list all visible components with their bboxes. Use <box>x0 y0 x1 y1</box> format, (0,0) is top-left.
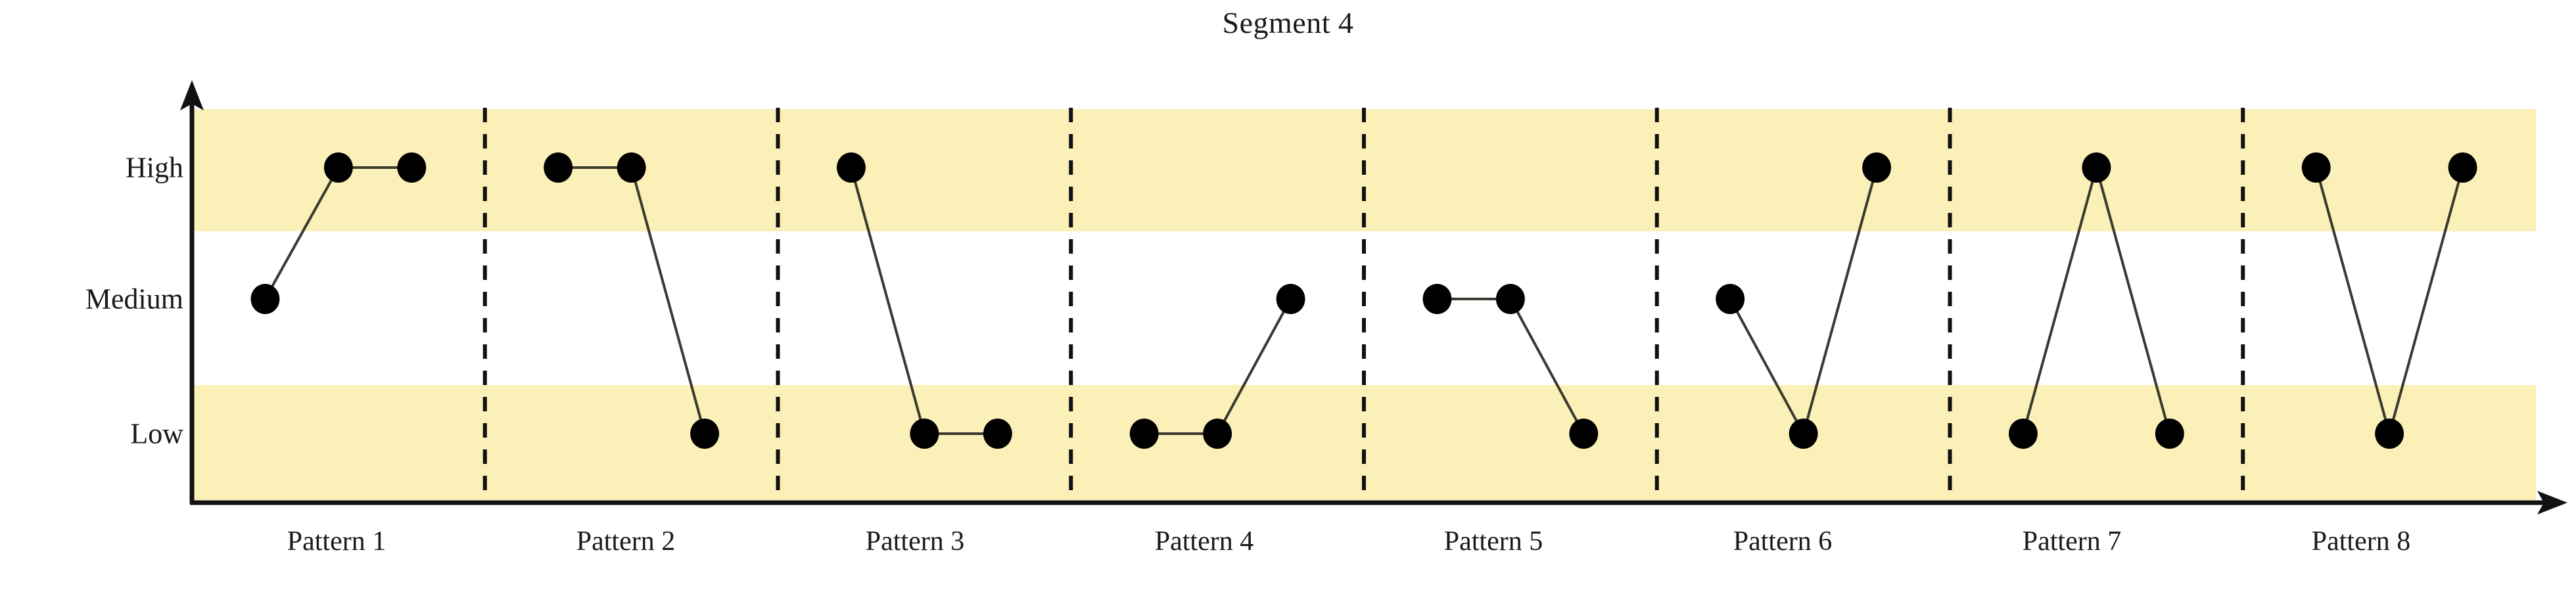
axis-layer <box>180 80 2567 514</box>
page-title: Segment 4 <box>1222 6 1354 39</box>
data-point-marker[interactable] <box>1716 284 1745 314</box>
data-point-marker[interactable] <box>323 152 353 183</box>
data-point-marker[interactable] <box>2155 419 2184 449</box>
x-tick-label-pattern-3: Pattern 3 <box>865 526 965 557</box>
x-tick-label-pattern-6: Pattern 6 <box>1733 526 1833 557</box>
data-point-marker[interactable] <box>1789 419 1818 449</box>
data-point-marker[interactable] <box>2008 419 2038 449</box>
data-point-marker[interactable] <box>2301 152 2331 183</box>
series-segment <box>850 167 926 434</box>
data-point-marker[interactable] <box>2448 152 2477 183</box>
data-point-marker[interactable] <box>910 419 939 449</box>
series-segment <box>630 167 706 434</box>
data-point-marker[interactable] <box>690 419 720 449</box>
series-segment <box>2095 167 2171 434</box>
series-segment <box>264 167 340 300</box>
series-segment <box>1509 298 1585 434</box>
data-point-marker[interactable] <box>2082 152 2111 183</box>
data-point-marker[interactable] <box>544 152 573 183</box>
x-tick-label-pattern-5: Pattern 5 <box>1443 526 1543 557</box>
data-point-marker[interactable] <box>1569 419 1599 449</box>
series-segment <box>2022 167 2098 434</box>
divider-layer <box>482 108 2245 503</box>
data-point-marker[interactable] <box>2375 419 2404 449</box>
series-layer <box>250 152 2477 449</box>
x-tick-label-pattern-1: Pattern 1 <box>287 526 386 557</box>
x-tick-label-pattern-8: Pattern 8 <box>2311 526 2411 557</box>
x-tick-label-pattern-7: Pattern 7 <box>2022 526 2122 557</box>
y-tick-label-high: High <box>126 151 183 184</box>
data-point-marker[interactable] <box>983 419 1012 449</box>
x-axis-arrow-icon <box>2537 491 2567 514</box>
data-point-marker[interactable] <box>1203 419 1232 449</box>
series-segment <box>1729 298 1805 434</box>
data-point-marker[interactable] <box>250 284 280 314</box>
data-point-marker[interactable] <box>1862 152 1892 183</box>
data-point-marker[interactable] <box>1129 419 1159 449</box>
series-segment <box>1802 167 1878 434</box>
data-point-marker[interactable] <box>1276 284 1305 314</box>
series-segment <box>2314 167 2391 434</box>
x-tick-label-pattern-2: Pattern 2 <box>576 526 676 557</box>
series-segment <box>1216 298 1292 434</box>
data-point-marker[interactable] <box>617 152 646 183</box>
data-point-marker[interactable] <box>397 152 427 183</box>
y-tick-label-medium: Medium <box>85 283 183 315</box>
data-point-marker[interactable] <box>836 152 866 183</box>
y-axis-arrow-icon <box>180 80 204 110</box>
data-point-marker[interactable] <box>1495 284 1525 314</box>
y-tick-label-low: Low <box>130 417 183 450</box>
series-segment <box>2388 167 2464 434</box>
data-point-marker[interactable] <box>1422 284 1452 314</box>
x-tick-label-pattern-4: Pattern 4 <box>1154 526 1254 557</box>
